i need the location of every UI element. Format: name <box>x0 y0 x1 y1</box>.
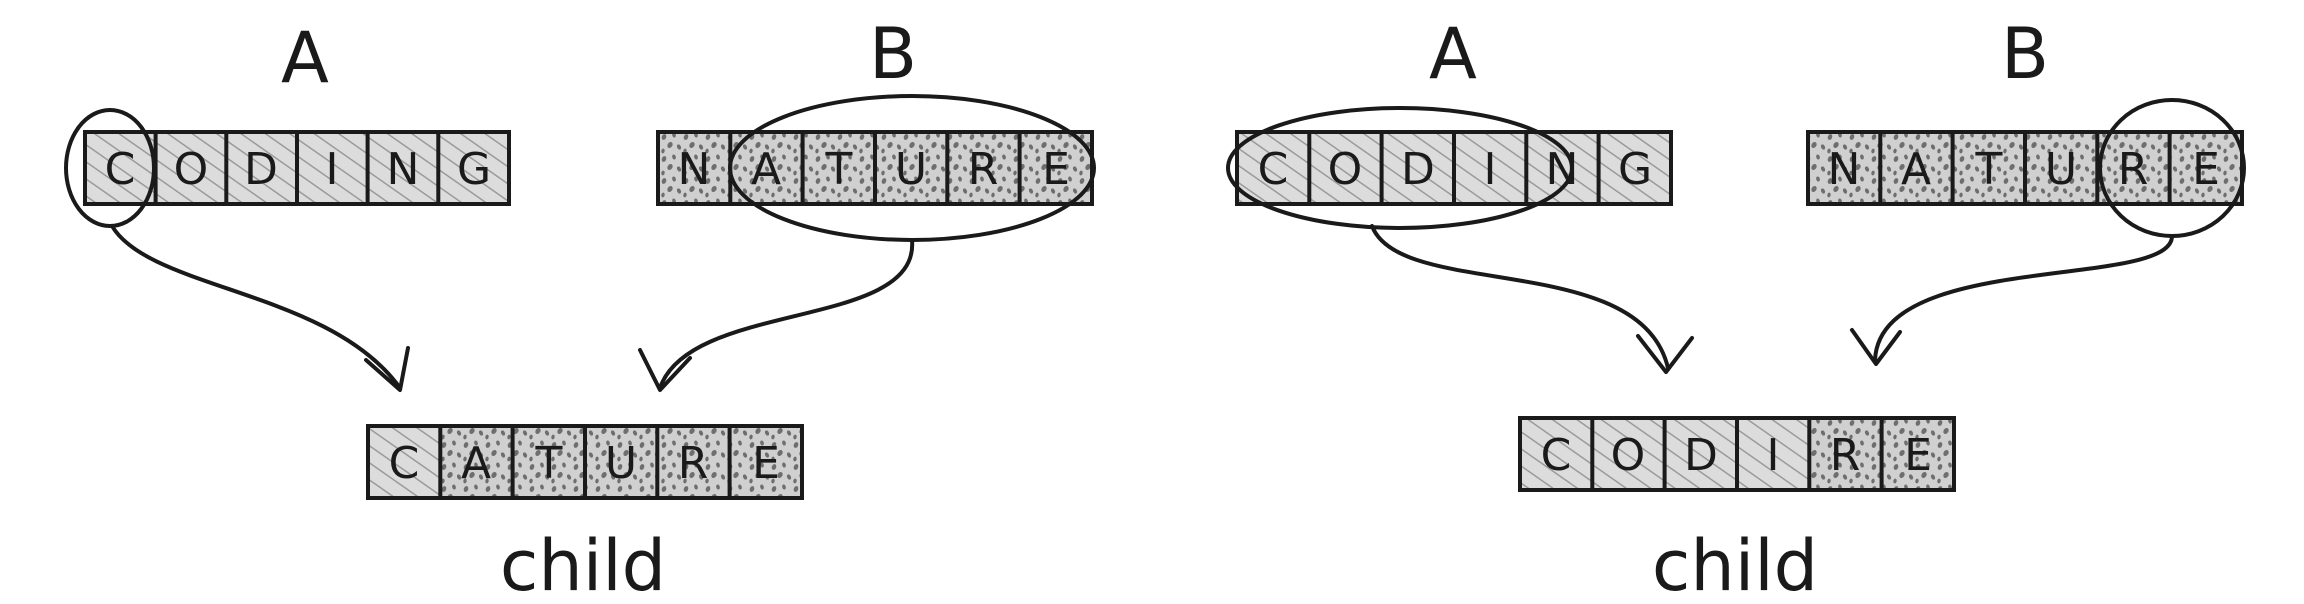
gene-cells <box>83 130 511 206</box>
gene-letter: O <box>174 144 209 195</box>
gene-letter: U <box>2045 144 2077 195</box>
gene-letter: N <box>387 144 420 195</box>
gene-letter: R <box>678 438 709 489</box>
gene-letter: A <box>461 438 491 489</box>
gene-letter: C <box>105 144 136 195</box>
gene-letter: A <box>1901 144 1931 195</box>
gene-letter: C <box>389 438 420 489</box>
parent-b-chromosome: N A T U R E <box>1806 130 2244 206</box>
gene-letter: C <box>1258 144 1289 195</box>
gene-letter: E <box>752 438 780 489</box>
panel-1: A B C O D I N G <box>64 13 1096 604</box>
gene-letter: O <box>1611 430 1646 481</box>
child-chromosome: C O D I R E <box>1518 416 1956 492</box>
parent-a-label: A <box>281 17 329 99</box>
gene-letter: D <box>1684 430 1718 481</box>
arrow-a-to-child <box>110 224 402 390</box>
arrowhead <box>1850 328 1902 366</box>
gene-letter: A <box>751 144 781 195</box>
arrow-b-to-child <box>1873 234 2174 362</box>
gene-letter: I <box>1484 144 1497 195</box>
gene-letter: O <box>1328 144 1363 195</box>
gene-letter: E <box>2192 144 2220 195</box>
gene-letter: N <box>1828 144 1861 195</box>
gene-letter: C <box>1541 430 1572 481</box>
arrow-b-to-child <box>658 238 915 390</box>
gene-letter: E <box>1042 144 1070 195</box>
arrow-a-to-child <box>1370 224 1670 370</box>
parent-b-label: B <box>869 13 917 95</box>
arrowhead <box>364 346 410 392</box>
panel-2: A B C O D I N G <box>1226 13 2246 604</box>
gene-letter: T <box>1975 144 2003 195</box>
child-chromosome: C A T U R E <box>366 424 804 500</box>
gene-letter: G <box>1618 144 1652 195</box>
child-label: child <box>1652 525 1818 604</box>
arrowhead <box>638 348 692 392</box>
parent-b-label: B <box>2001 13 2049 95</box>
parent-a-chromosome: C O D I N G <box>1235 130 1673 206</box>
parent-b-chromosome: N A T U R E <box>656 130 1094 206</box>
arrowhead <box>1636 334 1694 374</box>
gene-letter: G <box>457 144 491 195</box>
gene-letter: R <box>968 144 999 195</box>
parent-a-label: A <box>1429 13 1477 95</box>
gene-letter: N <box>678 144 711 195</box>
gene-letter: R <box>2118 144 2149 195</box>
gene-letter: E <box>1904 430 1932 481</box>
gene-letter: U <box>605 438 637 489</box>
gene-letter: D <box>1401 144 1435 195</box>
gene-letter: T <box>535 438 563 489</box>
child-label: child <box>500 525 666 604</box>
gene-letter: I <box>326 144 339 195</box>
gene-letter: I <box>1767 430 1780 481</box>
parent-a-chromosome: C O D I N G <box>83 130 511 206</box>
gene-letter: T <box>825 144 853 195</box>
gene-letter: U <box>895 144 927 195</box>
gene-letter: R <box>1830 430 1861 481</box>
gene-letter: D <box>244 144 278 195</box>
selection-circle-a <box>1226 106 1574 230</box>
